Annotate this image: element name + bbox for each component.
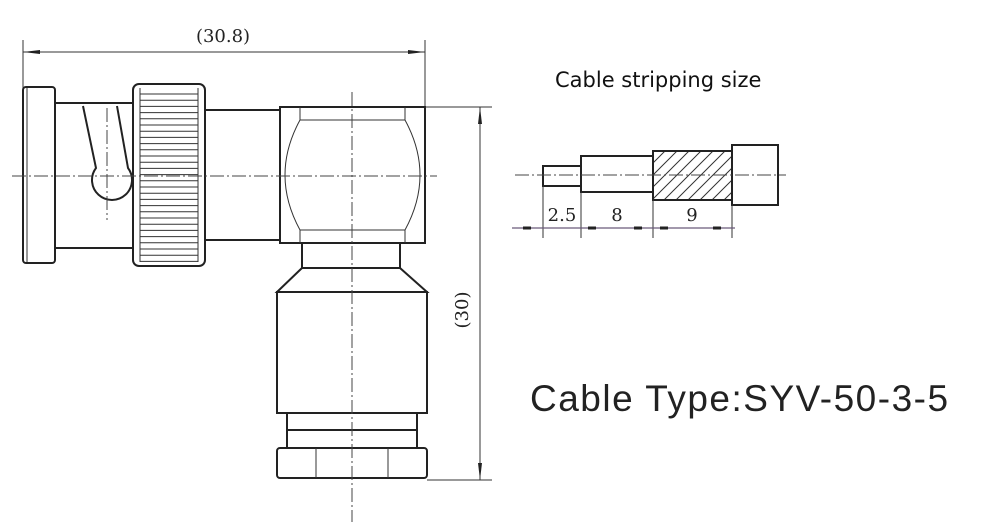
cable-type-label: Cable Type:SYV-50-3-5 [530, 378, 950, 419]
cable-stripping-diagram: 2.5 8 9 [512, 144, 786, 238]
strip-dim-3: 9 [686, 205, 697, 226]
bnc-plug [22, 83, 281, 267]
height-label: (30) [452, 292, 473, 329]
strip-dim-1: 2.5 [548, 205, 577, 226]
length-label: (30.8) [196, 26, 250, 47]
inner-conductor [542, 165, 582, 187]
strip-dim-2: 8 [611, 205, 622, 226]
dielectric [580, 155, 654, 193]
length-dimension: (30.8) [22, 26, 426, 107]
stripping-title: Cable stripping size [555, 68, 762, 92]
height-dimension: (30) [425, 106, 492, 481]
